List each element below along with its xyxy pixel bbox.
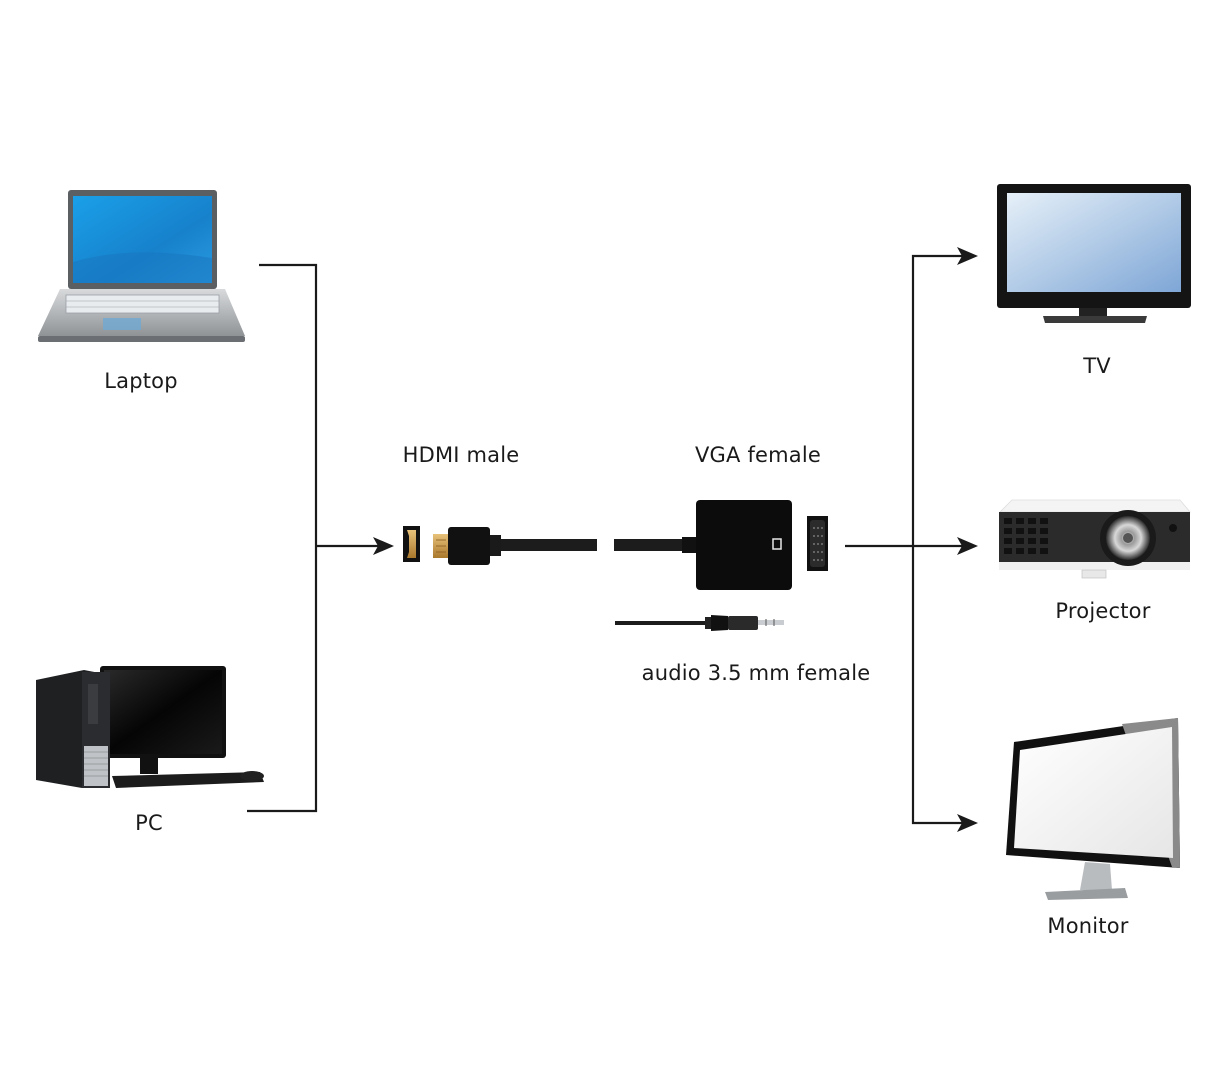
tv-label: TV: [1083, 354, 1111, 378]
arrow-to-monitor: [957, 814, 978, 832]
output-wires: [845, 247, 978, 832]
desktop-pc-icon: [36, 666, 264, 788]
pc-label: PC: [135, 811, 163, 835]
hdmi-connector-icon: [403, 526, 597, 565]
source-wires: [247, 263, 394, 813]
audio-label: audio 3.5 mm female: [641, 661, 871, 685]
vga-adapter-icon: [614, 500, 792, 590]
monitor-icon: [1006, 718, 1180, 900]
projector-label: Projector: [1055, 599, 1151, 623]
arrow-to-projector: [957, 537, 978, 555]
arrow-to-tv: [957, 247, 978, 265]
projector-icon: [999, 499, 1191, 579]
laptop-icon: [38, 190, 245, 342]
vga-female-label: VGA female: [694, 443, 822, 467]
vga-connector-icon: [807, 516, 828, 571]
monitor-label: Monitor: [1047, 914, 1129, 938]
hdmi-male-label: HDMI male: [402, 443, 520, 467]
tv-icon: [997, 184, 1191, 323]
arrow-to-hdmi: [373, 537, 394, 555]
audio-jack-icon: [615, 615, 784, 631]
laptop-label: Laptop: [104, 369, 178, 393]
